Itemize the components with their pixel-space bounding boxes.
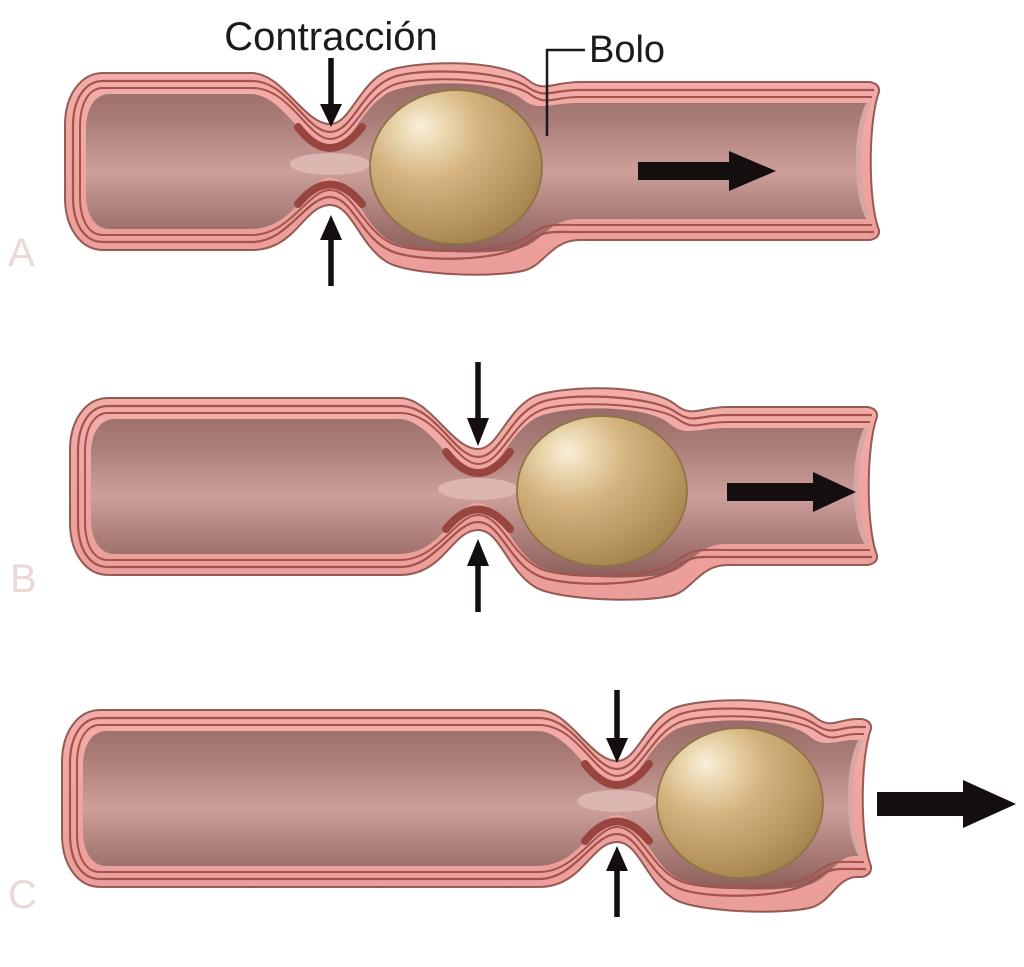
stage3-lumen	[83, 720, 860, 890]
bolus-leader-line	[545, 48, 585, 136]
stage2-watermark: B	[10, 557, 37, 601]
stage3-bolus	[656, 727, 824, 879]
right-arrow-icon	[877, 780, 1016, 828]
stage3-contraction-fold-top	[581, 760, 653, 789]
stage3-watermark: C	[8, 873, 37, 917]
right-arrow-icon	[727, 472, 856, 512]
up-arrow-icon	[467, 539, 489, 612]
contraction-label: Contracción	[224, 15, 437, 59]
stage3-wall-layer-line-outer	[68, 707, 866, 897]
stage2-bolus	[516, 415, 688, 567]
stage1-watermark: A	[8, 231, 35, 275]
stage2-contraction-fold-top	[442, 448, 514, 477]
stage2-cut-edge-highlight	[853, 427, 869, 545]
stage2-pinch-channel	[438, 478, 518, 500]
stage1-contraction-fold-top	[294, 123, 366, 152]
stage3-wall-layer-line-inner	[76, 715, 864, 890]
stage1-wall-layer-line-outer	[71, 70, 874, 260]
stage1-wall-layer-line-inner	[79, 78, 872, 253]
right-arrow-icon	[638, 151, 776, 191]
stage1-cut-edge-highlight	[855, 102, 871, 220]
stage1-bolus	[369, 89, 543, 245]
stage2-wall-layer-line-outer	[76, 395, 872, 585]
bolus-label: Bolo	[589, 29, 665, 71]
up-arrow-icon	[606, 846, 628, 917]
down-arrow-icon	[606, 690, 628, 763]
stage1-pinch-channel	[290, 153, 370, 175]
stage1-contraction-fold-bottom	[294, 180, 366, 208]
stage3-cut-edge-highlight	[847, 739, 863, 857]
stage3-contraction-fold-bottom	[581, 817, 653, 845]
stage2-wall-layer-line-inner	[84, 403, 870, 578]
stage-3	[61, 690, 1016, 917]
up-arrow-icon	[320, 215, 342, 286]
stage-1	[64, 58, 881, 286]
stage2-contraction-fold-bottom	[442, 505, 514, 533]
stage3-pinch-channel	[577, 790, 657, 812]
down-arrow-icon	[467, 362, 489, 446]
stage-2	[69, 362, 879, 612]
down-arrow-icon	[320, 58, 342, 127]
